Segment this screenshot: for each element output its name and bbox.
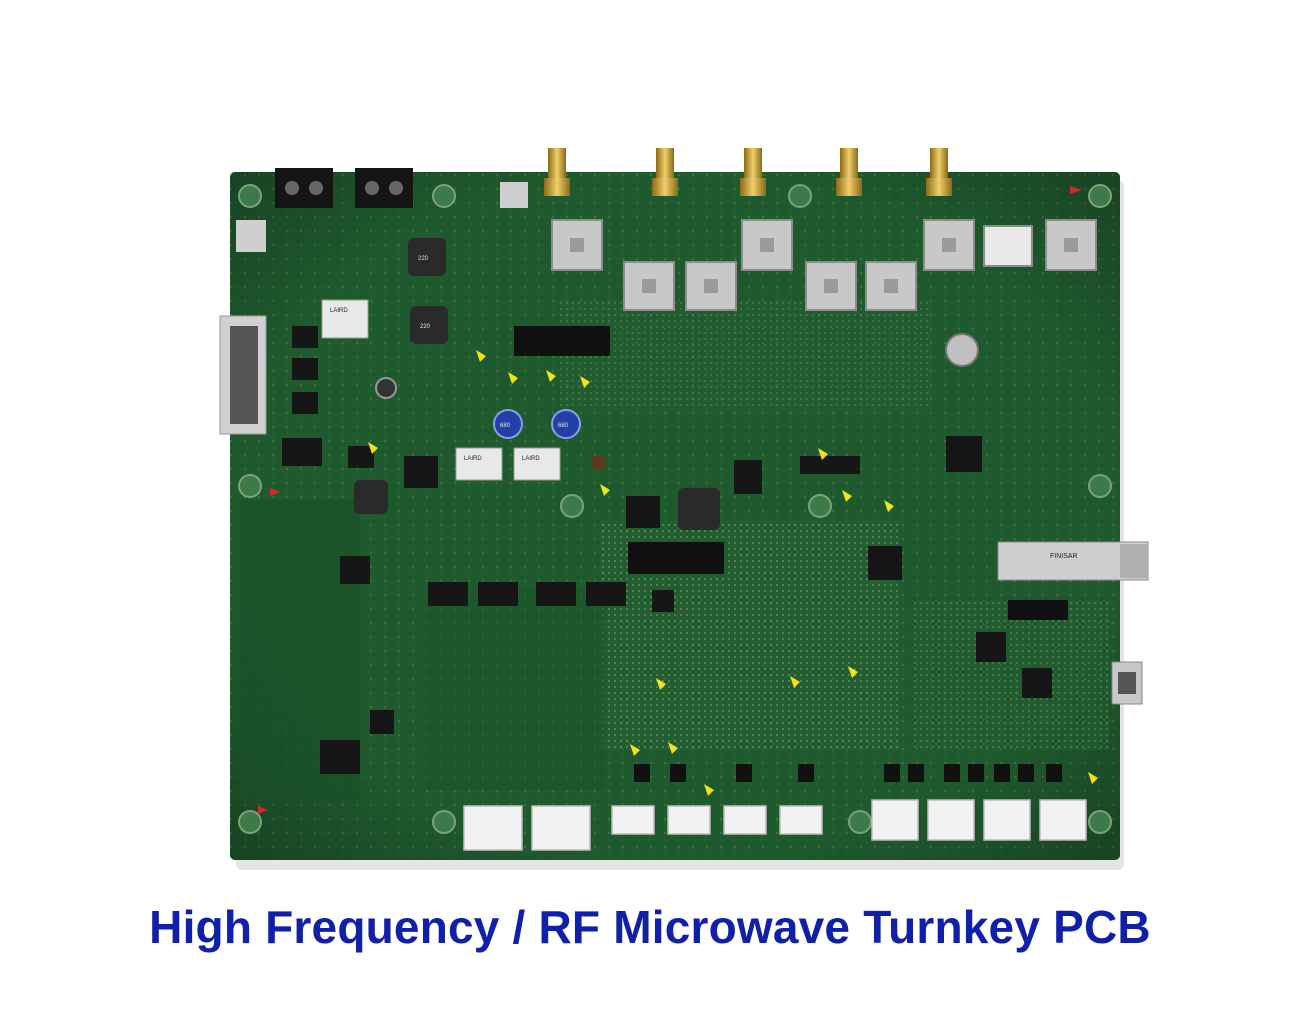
capacitor-label: 680 bbox=[558, 423, 569, 429]
finisar-transceiver: FINISAR bbox=[997, 541, 1149, 581]
caption-title: High Frequency / RF Microwave Turnkey PC… bbox=[149, 901, 1151, 953]
inductor-label: 220 bbox=[418, 256, 429, 262]
sma-connectors bbox=[544, 148, 952, 196]
laird-label: LAIRD bbox=[464, 456, 482, 462]
ribbon-connector bbox=[219, 315, 267, 435]
laird-label: LAIRD bbox=[522, 456, 540, 462]
integrated-circuits bbox=[282, 326, 1052, 774]
mounting-holes bbox=[238, 184, 1112, 834]
circuit-board bbox=[230, 172, 1120, 860]
inductors: 220 220 bbox=[354, 238, 720, 530]
inductor-label: 220 bbox=[420, 324, 431, 330]
capacitors: 680 680 bbox=[375, 333, 979, 470]
power-connectors bbox=[463, 799, 1087, 851]
capacitor-label: 680 bbox=[500, 423, 511, 429]
laird-modules: LAIRD LAIRD LAIRD bbox=[321, 299, 561, 481]
laird-label: LAIRD bbox=[330, 308, 348, 314]
header-connectors bbox=[514, 326, 1068, 620]
red-markers bbox=[258, 186, 1082, 814]
yellow-markers bbox=[368, 350, 1098, 796]
transistor-row bbox=[634, 764, 1062, 782]
finisar-label: FINISAR bbox=[1050, 553, 1078, 560]
usb-connector bbox=[1111, 661, 1143, 705]
terminal-blocks bbox=[236, 168, 528, 252]
